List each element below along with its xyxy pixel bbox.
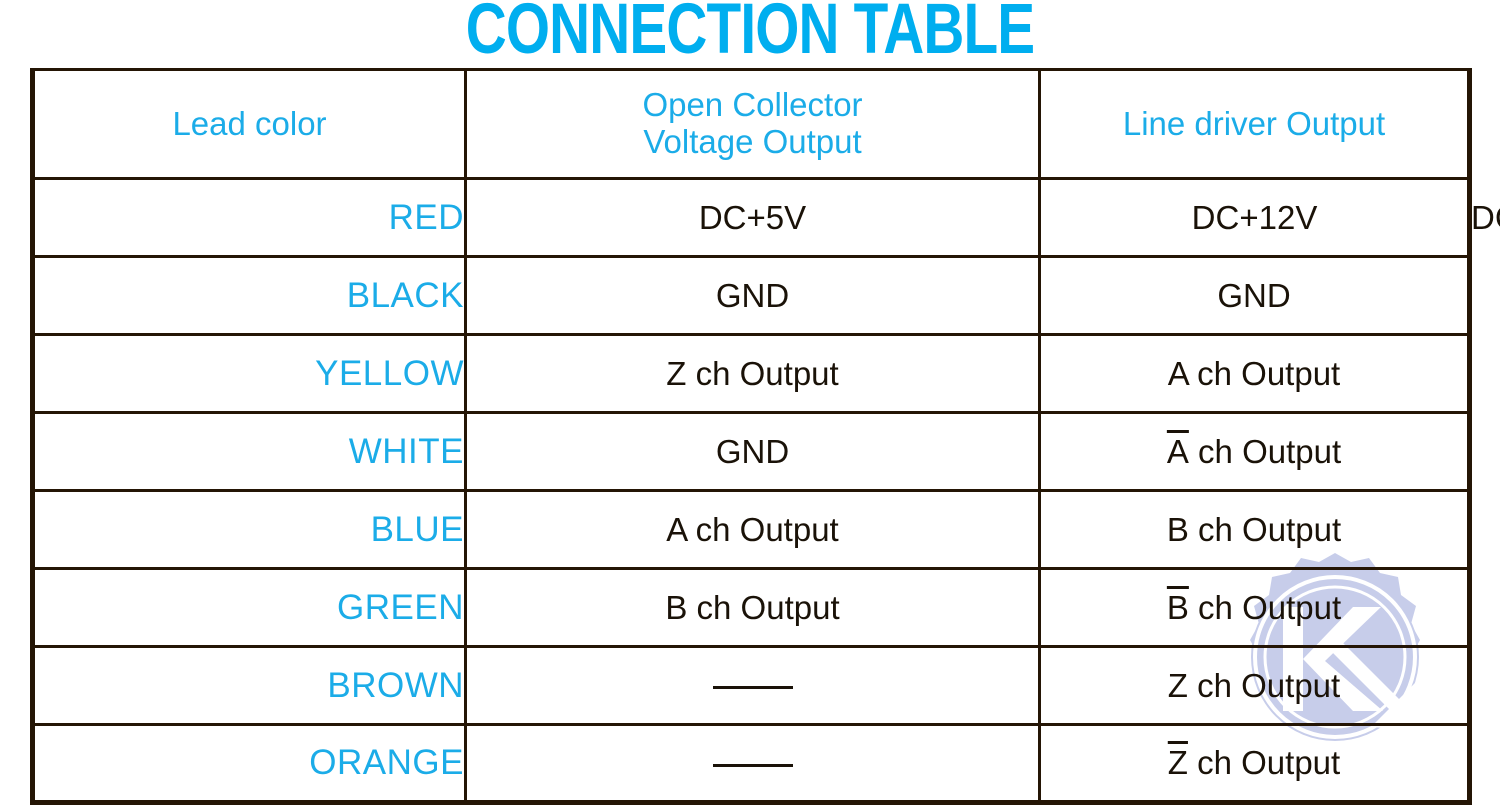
connection-table: Lead color Open Collector Voltage Output…	[30, 68, 1500, 805]
open-collector-cell-12v: DC+12V	[1038, 177, 1471, 258]
lead-color-cell: GREEN	[30, 567, 467, 648]
header-line-driver: Line driver Output	[1038, 68, 1472, 180]
open-collector-cell: GND	[464, 411, 1041, 492]
lead-color-cell: ORANGE	[30, 723, 467, 805]
open-collector-cell	[464, 723, 1041, 805]
line-driver-text: ch Output	[1188, 432, 1342, 470]
open-collector-cell	[464, 645, 1041, 726]
lead-color-cell: BLUE	[30, 489, 467, 570]
line-driver-text: ch Output	[1187, 744, 1341, 781]
empty-dash-icon	[712, 686, 793, 690]
header-lead-color: Lead color	[30, 68, 467, 180]
open-collector-cell: A ch Output	[464, 489, 1041, 570]
lead-color-cell: YELLOW	[30, 333, 467, 414]
open-collector-cell: B ch Output	[464, 567, 1041, 648]
connection-table-wrapper: Lead color Open Collector Voltage Output…	[30, 68, 1500, 805]
header-open-collector-line2: Voltage Output	[643, 123, 862, 160]
line-driver-cell: Z ch Output	[1038, 723, 1472, 805]
table-header: Lead color Open Collector Voltage Output…	[30, 68, 1472, 180]
line-driver-cell: B ch Output	[1038, 567, 1472, 648]
line-driver-cell: B ch Output	[1038, 489, 1472, 570]
open-collector-cell: GND	[464, 255, 1041, 336]
line-driver-cell: GND	[1038, 255, 1472, 336]
header-open-collector-line1: Open Collector	[642, 86, 863, 124]
lead-color-cell: BROWN	[30, 645, 467, 726]
lead-color-cell: BLACK	[30, 255, 467, 336]
overline-signal-label: Z	[1167, 744, 1188, 781]
line-driver-text: ch Output	[1188, 588, 1342, 626]
line-driver-cell: A ch Output	[1038, 333, 1472, 414]
lead-color-cell: WHITE	[30, 411, 467, 492]
page-title: CONNECTION TABLE	[465, 0, 1035, 68]
open-collector-cell: Z ch Output	[464, 333, 1041, 414]
line-driver-cell: A ch Output	[1038, 411, 1472, 492]
header-row: Lead color Open Collector Voltage Output…	[30, 68, 1472, 180]
open-collector-cell-5v: DC+5V	[464, 177, 1041, 258]
empty-dash-icon	[712, 763, 793, 767]
overline-signal-label: A	[1166, 432, 1189, 470]
table-row: ORANGE Z ch Output	[30, 723, 1472, 805]
header-open-collector: Open Collector Voltage Output	[464, 68, 1041, 180]
line-driver-cell: Z ch Output	[1038, 645, 1472, 726]
lead-color-cell: RED	[30, 177, 467, 258]
table-row: BROWN Z ch Output	[30, 645, 1472, 726]
overline-signal-label: B	[1166, 588, 1189, 626]
